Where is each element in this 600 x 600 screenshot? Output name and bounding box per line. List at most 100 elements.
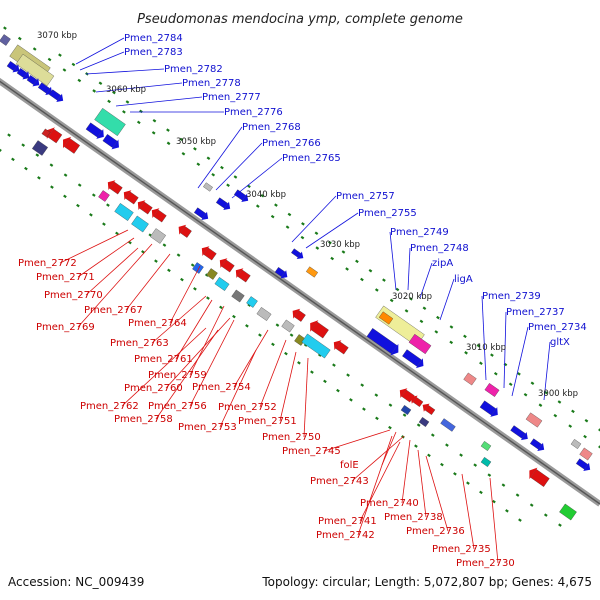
tick-mark bbox=[301, 222, 305, 226]
gene-feature bbox=[32, 140, 48, 156]
reverse-leader-line bbox=[323, 429, 391, 452]
gene-feature bbox=[16, 68, 30, 80]
gene-arrow bbox=[583, 462, 591, 471]
reverse-leader-line bbox=[151, 295, 207, 344]
tick-mark bbox=[414, 444, 418, 448]
gene-feature bbox=[114, 203, 134, 221]
gene-feature bbox=[418, 417, 430, 427]
tick-mark bbox=[445, 443, 449, 447]
tick-mark bbox=[62, 68, 67, 72]
gene-feature bbox=[203, 182, 213, 192]
tick-mark bbox=[166, 128, 170, 132]
forward-leader-line bbox=[85, 68, 165, 75]
tick-mark bbox=[503, 362, 508, 367]
gene-feature bbox=[123, 190, 139, 205]
tick-mark bbox=[360, 383, 365, 387]
reverse-leader-line bbox=[155, 329, 219, 420]
forward-leader-line bbox=[511, 326, 529, 397]
reverse-gene-label: Pmen_2742 bbox=[316, 530, 375, 541]
gene-feature bbox=[107, 180, 123, 195]
reverse-gene-label: Pmen_2769 bbox=[36, 322, 95, 333]
tick-mark bbox=[402, 413, 407, 417]
tick-mark bbox=[32, 47, 37, 51]
gene-arrow bbox=[235, 268, 244, 279]
gene-feature bbox=[219, 258, 235, 273]
gene-block bbox=[114, 203, 134, 221]
forward-gene-label: Pmen_2784 bbox=[124, 33, 183, 44]
reverse-gene-label: Pmen_2730 bbox=[456, 558, 515, 569]
gene-arrow bbox=[296, 251, 304, 259]
gene-feature bbox=[137, 200, 153, 215]
tick-mark bbox=[341, 250, 346, 254]
gene-arrow bbox=[415, 358, 424, 369]
gene-feature bbox=[274, 267, 288, 279]
tick-mark bbox=[388, 403, 393, 407]
gene-feature bbox=[579, 447, 593, 461]
tick-mark bbox=[24, 166, 28, 171]
gene-block bbox=[400, 405, 412, 415]
forward-gene-label: Pmen_2734 bbox=[528, 322, 587, 333]
tick-mark bbox=[166, 141, 171, 146]
forward-leader-line bbox=[95, 82, 183, 93]
tick-mark bbox=[558, 523, 562, 527]
gene-feature bbox=[378, 311, 394, 325]
forward-gene-label: Pmen_2766 bbox=[262, 138, 321, 149]
tick-mark bbox=[332, 363, 336, 367]
gene-block bbox=[0, 34, 11, 46]
tick-mark bbox=[63, 194, 67, 199]
tick-mark bbox=[125, 100, 130, 104]
gene-feature bbox=[291, 248, 304, 259]
forward-gene-label: Pmen_2768 bbox=[242, 122, 301, 133]
gene-block bbox=[408, 333, 432, 355]
reverse-leader-line bbox=[85, 247, 139, 296]
tick-mark bbox=[315, 246, 320, 250]
gene-block bbox=[484, 383, 500, 397]
tick-mark bbox=[404, 309, 409, 313]
gene-arrow bbox=[219, 258, 228, 269]
tick-mark bbox=[336, 388, 340, 393]
reverse-gene-label: folE bbox=[340, 460, 359, 471]
gene-feature bbox=[305, 266, 319, 278]
tick-mark bbox=[374, 393, 379, 397]
gene-feature bbox=[510, 425, 528, 441]
tick-mark bbox=[260, 193, 265, 198]
tick-mark bbox=[233, 175, 238, 179]
tick-mark bbox=[193, 147, 197, 151]
gene-feature bbox=[235, 268, 251, 283]
gene-feature bbox=[0, 34, 11, 46]
kbp-label: 3010 kbp bbox=[466, 343, 506, 353]
forward-leader-line bbox=[75, 37, 125, 65]
tick-mark bbox=[219, 305, 223, 310]
gene-feature bbox=[256, 307, 272, 321]
tick-mark bbox=[440, 462, 444, 467]
gene-feature bbox=[281, 319, 295, 333]
reverse-leader-line bbox=[233, 329, 269, 388]
tick-mark bbox=[112, 90, 116, 95]
forward-leader-line bbox=[215, 142, 263, 191]
gene-block bbox=[6, 61, 18, 71]
tick-mark bbox=[395, 287, 400, 292]
gene-block bbox=[570, 439, 582, 449]
reverse-gene-label: Pmen_2751 bbox=[238, 416, 297, 427]
tick-mark bbox=[436, 315, 440, 320]
tick-mark bbox=[473, 463, 478, 467]
forward-leader-line bbox=[543, 341, 551, 401]
tick-mark bbox=[139, 109, 143, 114]
tick-mark bbox=[422, 306, 427, 310]
gene-feature bbox=[98, 190, 110, 202]
forward-gene-label: Pmen_2737 bbox=[506, 307, 565, 318]
tick-mark bbox=[49, 163, 54, 167]
tick-mark bbox=[50, 185, 54, 189]
reverse-leader-line bbox=[357, 435, 393, 536]
reverse-gene-label: Pmen_2770 bbox=[44, 290, 103, 301]
tick-mark bbox=[375, 416, 379, 421]
reverse-gene-label: Pmen_2752 bbox=[218, 402, 277, 413]
gene-block bbox=[192, 262, 204, 274]
gene-block bbox=[305, 266, 319, 278]
forward-leader-line bbox=[79, 51, 125, 71]
tick-mark bbox=[136, 120, 141, 125]
gene-block bbox=[525, 412, 543, 428]
tick-mark bbox=[490, 353, 494, 357]
tick-mark bbox=[89, 213, 93, 217]
gene-feature bbox=[246, 296, 258, 308]
